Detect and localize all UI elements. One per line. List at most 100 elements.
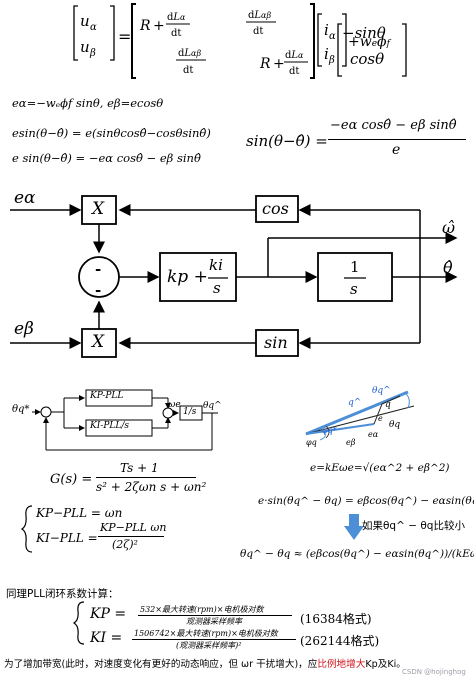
eq-line-3: e sin(θ−θ̂) = −eα cosθ̂ − eβ sinθ̂	[12, 151, 201, 165]
small-pll-ki: KI-PLL/s	[90, 421, 129, 431]
e-beta-label: eβ	[14, 319, 34, 339]
kp-calc-bar	[138, 615, 292, 616]
ki-calc-lhs: KI =	[90, 630, 123, 646]
svg-text:R: R	[259, 56, 271, 72]
ki-pll-den: (2ζ)²	[112, 538, 138, 551]
small-pll-omega: ωe	[168, 400, 181, 410]
svg-text:+: +	[273, 56, 285, 72]
svg-text:+: +	[153, 18, 165, 34]
cos-label: cos	[262, 199, 289, 218]
ki-pll-bar	[98, 536, 164, 537]
estimated-axis-line	[305, 390, 409, 436]
svg-text:i: i	[324, 21, 329, 39]
matrix-equation: u α u β = R + dLα dt dLαβ dt dLαβ dt R +…	[70, 2, 400, 80]
big-eq-lhs: sin(θ−θ̂) =	[246, 132, 328, 150]
vector-e-alpha: eα	[368, 430, 379, 439]
kp-calc-lhs: KP =	[90, 606, 127, 622]
gs-num: Ts + 1	[120, 461, 159, 475]
sum-minus-top: -	[95, 260, 102, 278]
svg-text:dLαβ: dLαβ	[178, 48, 201, 59]
pll-calc-intro: 同理PLL闭环系数计算：	[6, 588, 119, 600]
pi-kp-label: kp +	[167, 267, 208, 287]
blue-down-arrow	[344, 514, 364, 540]
small-pll-integ: 1/s	[183, 407, 197, 417]
vector-phi-q: φq	[306, 438, 317, 447]
svg-text:i: i	[324, 45, 329, 63]
vector-e-beta: eβ	[346, 438, 356, 447]
vector-q-hat: q^	[348, 398, 362, 408]
multiplier-bottom-label: X	[92, 332, 105, 352]
multiplier-bottom-box	[81, 328, 117, 358]
footer-text: 为了增加带宽(此时，对速度变化有更好的动态响应，但 ωr 干扰增大)，应比例地增…	[4, 656, 406, 670]
if-small-text: 如果θq^ − θq比较小	[362, 520, 465, 532]
ki-pll-num: KP−PLL ωn	[100, 521, 167, 534]
svg-text:α: α	[90, 22, 97, 33]
kp-calc-den: 观测器采样频率	[186, 617, 242, 626]
svg-text:dt: dt	[289, 66, 299, 77]
svg-text:+weϕf: +weϕf	[348, 34, 392, 50]
sum-minus-bottom: -	[95, 281, 102, 299]
kp-calc-num: 532×最大转速(rpm)×电机极对数	[140, 605, 264, 614]
multiplier-top-box	[81, 195, 117, 225]
rhs-top: −sinθ	[342, 24, 386, 42]
ki-calc-num: 1506742×最大转速(rpm)×电机极对数	[134, 629, 278, 638]
gs-den: s² + 2ζωn s + ωn²	[96, 480, 207, 494]
kp-pll-eq: KP−PLL = ωn	[36, 506, 123, 520]
small-pll-theta-out: θq^	[203, 401, 222, 411]
kp-calc-note: (16384格式)	[300, 612, 372, 626]
vector-e: e	[378, 414, 383, 423]
pll-block-diagram	[0, 180, 474, 370]
vector-diagram-svg	[305, 390, 415, 441]
rhs-bottom: cosθ	[350, 50, 385, 68]
svg-text:dt: dt	[253, 26, 263, 37]
svg-text:β: β	[328, 55, 335, 66]
eq-line-2: esin(θ−θ̂) = e(sinθcosθ̂−cosθsinθ̂)	[12, 126, 211, 140]
svg-text:u: u	[80, 38, 90, 56]
footer-text-red: 比例地增大	[317, 659, 366, 670]
k-brace	[20, 504, 34, 554]
e-alpha-label: eα	[14, 188, 36, 208]
footer-text-b: Kp及Ki。	[365, 659, 406, 670]
eq-line-1: eα=−wₑϕf sinθ, eβ=ecosθ	[12, 96, 164, 110]
theta-hat-output: θ̂	[443, 258, 453, 277]
integrator-den: s	[350, 280, 358, 298]
pi-ki-label: ki	[209, 256, 223, 274]
watermark: CSDN @hojinghog	[402, 668, 466, 676]
integrator-num: 1	[350, 258, 360, 276]
gs-bar	[96, 477, 196, 478]
matrix-equation-svg: u α u β = R + dLα dt dLαβ dt dLαβ dt R +…	[73, 3, 392, 79]
ki-calc-note: (262144格式)	[300, 634, 380, 648]
svg-text:dLαβ: dLαβ	[248, 10, 271, 21]
small-pll-diagram	[8, 384, 223, 456]
svg-text:R: R	[139, 18, 151, 34]
svg-text:dLα: dLα	[167, 12, 186, 23]
pll-block-diagram-svg	[10, 195, 458, 358]
e-magnitude-eq: e=kEωe=√(eα^2 + eβ^2)	[310, 462, 450, 474]
small-pll-kp: KP-PLL	[90, 391, 124, 401]
big-eq-num: −eα cosθ̂ − eβ sinθ̂	[330, 118, 457, 133]
rhs-vector-svg	[337, 23, 407, 77]
integrator-box	[317, 252, 393, 302]
omega-hat-output: ω̂	[442, 218, 456, 237]
gs-lhs: G(s) =	[50, 472, 93, 487]
svg-text:dt: dt	[171, 28, 181, 39]
vector-q: q	[385, 400, 391, 410]
calc-brace	[72, 600, 86, 646]
approx-eq: θq^ − θq ≈ (eβcos(θq^) − eαsin(θq^))/(kE…	[240, 548, 474, 560]
big-eq-bar	[328, 139, 466, 140]
multiplier-top-label: X	[92, 199, 105, 219]
pi-controller-box	[159, 252, 237, 302]
big-eq-den: e	[392, 142, 401, 158]
ki-calc-bar	[132, 639, 296, 640]
svg-text:u: u	[80, 12, 90, 30]
footer-text-a: 为了增加带宽(此时，对速度变化有更好的动态响应，但 ωr 干扰增大)，应	[4, 659, 318, 670]
cos-box	[255, 195, 299, 223]
vector-diagram	[296, 384, 446, 456]
rhs-vector	[336, 20, 408, 80]
ki-calc-den: (观测器采样频率)²	[176, 641, 242, 650]
vector-phi-star: φq*	[322, 426, 337, 435]
svg-text:β: β	[89, 48, 96, 59]
small-pll-svg	[32, 389, 218, 451]
vector-theta-q: θq	[389, 420, 401, 430]
ki-pll-lhs: KI−PLL =	[36, 531, 98, 545]
